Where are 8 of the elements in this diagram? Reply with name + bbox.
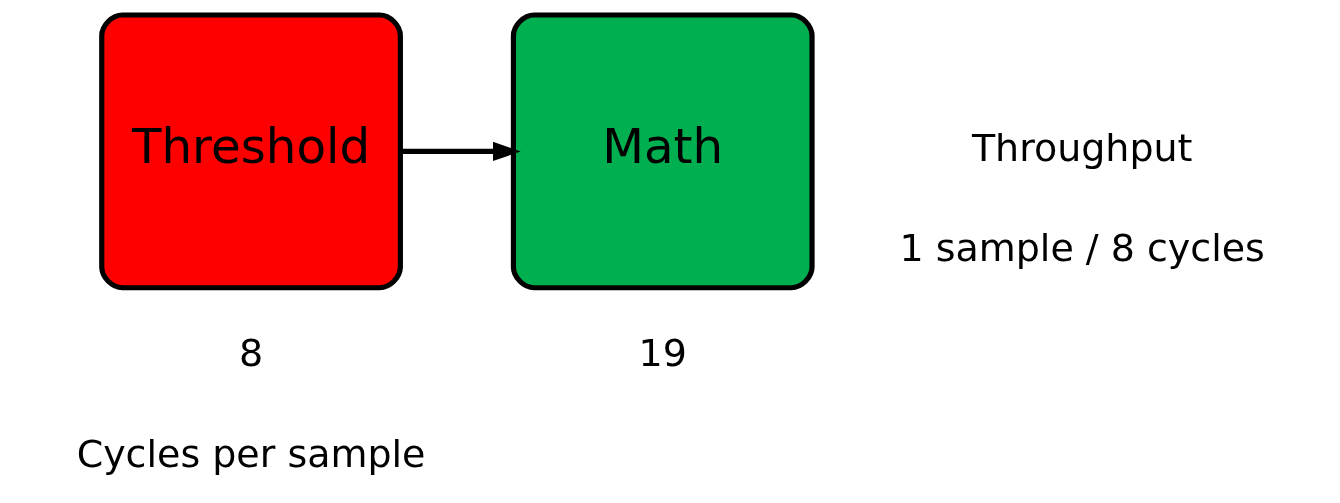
- node-label: 19: [638, 331, 687, 376]
- label: Throughput: [971, 126, 1192, 171]
- node-box: Threshold: [98, 12, 403, 291]
- node-label: 8: [238, 331, 263, 376]
- arrow: [400, 141, 521, 162]
- label: 1 sample / 8 cycles: [899, 226, 1265, 271]
- node-box: Math: [510, 12, 815, 291]
- label: Cycles per sample: [76, 431, 425, 476]
